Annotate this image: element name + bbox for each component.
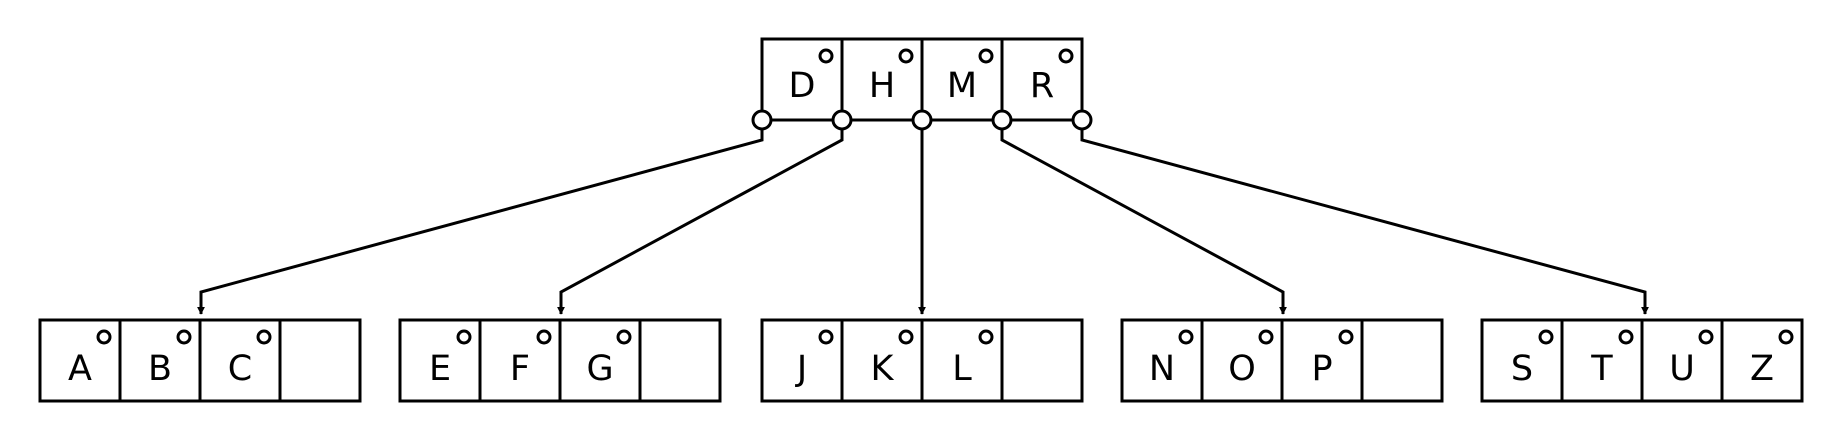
key-pointer-dot xyxy=(978,48,994,64)
child-pointer-slot xyxy=(751,109,773,131)
key-pointer-dot xyxy=(256,329,272,345)
leaf-key: C xyxy=(228,349,252,389)
leaf-key: P xyxy=(1311,349,1332,389)
leaf-key: L xyxy=(952,349,972,389)
child-pointer-slot xyxy=(911,109,933,131)
key-pointer-dot xyxy=(96,329,112,345)
root-key: M xyxy=(947,66,977,106)
key-pointer-dot xyxy=(898,329,914,345)
key-pointer-dot xyxy=(1058,48,1074,64)
leaf-node: E F G xyxy=(398,318,722,403)
key-pointer-dot xyxy=(176,329,192,345)
leaf-key: G xyxy=(586,349,613,389)
child-pointer-arrows xyxy=(197,120,1649,315)
key-pointer-dot xyxy=(1258,329,1274,345)
key-pointer-dot xyxy=(1538,329,1554,345)
key-pointer-dot xyxy=(1698,329,1714,345)
leaf-key: F xyxy=(510,349,530,389)
root-key: H xyxy=(869,66,895,106)
key-pointer-dot xyxy=(898,48,914,64)
key-pointer-dot xyxy=(818,48,834,64)
leaf-node: J K L xyxy=(760,318,1084,403)
leaf-key: O xyxy=(1228,349,1256,389)
leaf-key: S xyxy=(1511,349,1533,389)
key-pointer-dot xyxy=(1178,329,1194,345)
leaf-key: B xyxy=(148,349,172,389)
key-pointer-dot xyxy=(616,329,632,345)
leaf-key: J xyxy=(795,349,807,389)
leaf-key: U xyxy=(1669,349,1695,389)
root-node: D H M R xyxy=(760,37,1084,122)
leaf-key: A xyxy=(68,349,92,389)
leaf-key: K xyxy=(871,349,895,389)
key-pointer-dot xyxy=(1778,329,1794,345)
leaf-key: T xyxy=(1590,349,1613,389)
child-pointer-slots xyxy=(751,109,1093,131)
child-pointer-arrow xyxy=(1080,120,1649,315)
leaf-node: S T U Z xyxy=(1480,318,1804,403)
key-pointer-dot xyxy=(1618,329,1634,345)
leaf-key: Z xyxy=(1750,349,1774,389)
root-key: D xyxy=(789,66,816,106)
child-pointer-slot xyxy=(831,109,853,131)
key-pointer-dot xyxy=(456,329,472,345)
root-key: R xyxy=(1030,66,1054,106)
key-pointer-dot xyxy=(978,329,994,345)
leaf-node: A B C xyxy=(38,318,362,403)
child-pointer-arrow xyxy=(1000,120,1287,315)
child-pointer-arrow xyxy=(197,120,764,315)
leaf-key: E xyxy=(429,349,451,389)
key-pointer-dot xyxy=(536,329,552,345)
leaf-node: N O P xyxy=(1120,318,1444,403)
child-pointer-slot xyxy=(1071,109,1093,131)
child-pointer-slot xyxy=(991,109,1013,131)
leaf-key: N xyxy=(1149,349,1175,389)
child-pointer-arrow xyxy=(557,120,844,315)
key-pointer-dot xyxy=(818,329,834,345)
key-pointer-dot xyxy=(1338,329,1354,345)
